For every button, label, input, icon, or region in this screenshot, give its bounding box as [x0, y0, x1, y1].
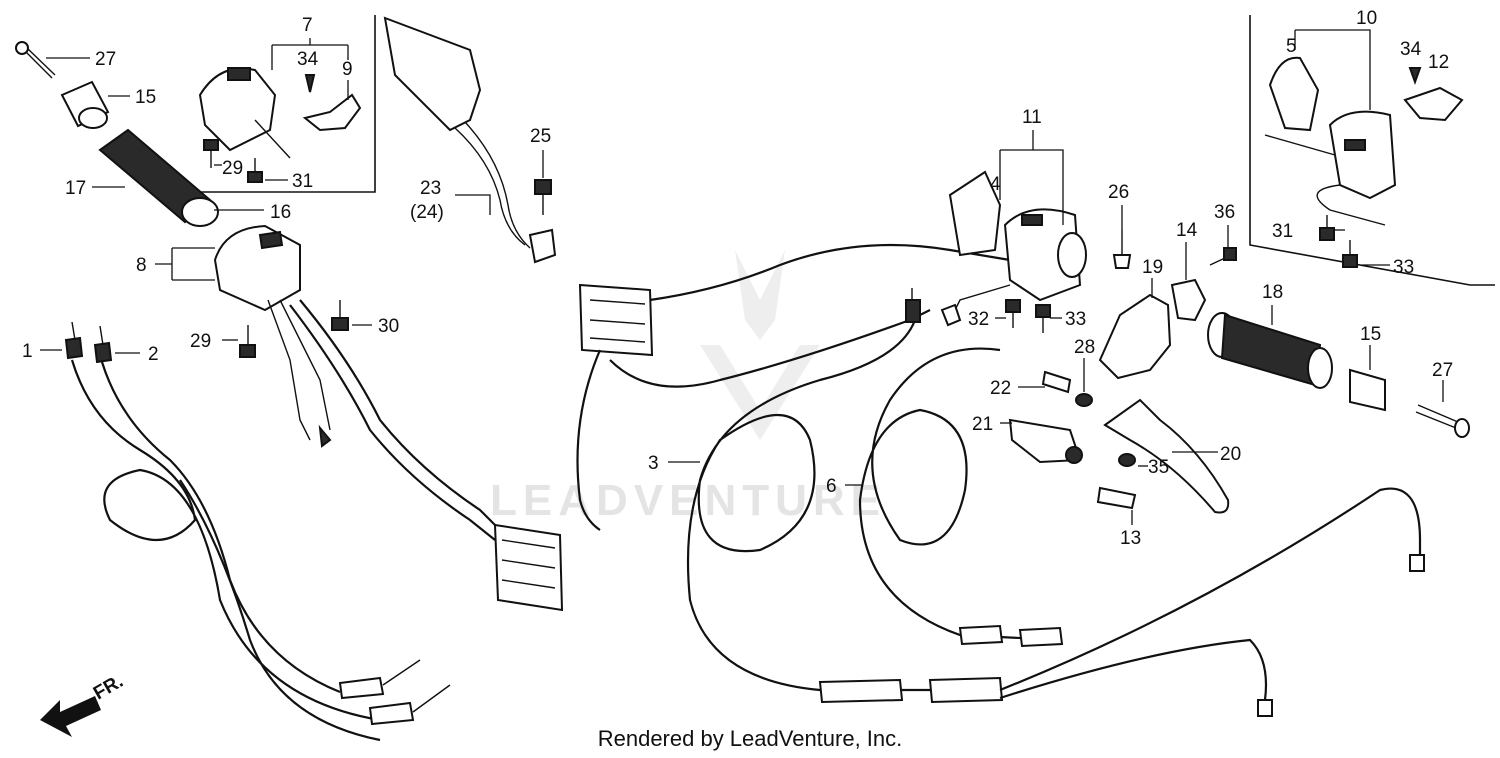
callout-2: 2 [148, 344, 159, 365]
mirror-23 [383, 16, 557, 264]
connector-left [493, 523, 564, 612]
harness-center-top [649, 243, 1011, 302]
screw-27-right [1415, 404, 1470, 438]
leader-lines [40, 29, 1444, 525]
callout-18: 18 [1262, 282, 1283, 303]
watermark-text: LEADVENTURE [490, 476, 886, 525]
callout-15-left: 15 [135, 87, 156, 108]
callout-30: 30 [378, 316, 399, 337]
callout-10: 10 [1356, 8, 1377, 29]
harness-center-down [576, 349, 602, 531]
callout-31-left: 31 [292, 171, 313, 192]
callout-17: 17 [65, 178, 86, 199]
group-box-left [200, 15, 376, 193]
bolt-36 [1209, 247, 1237, 266]
connector-center [578, 283, 654, 357]
callout-11: 11 [1022, 107, 1042, 128]
nut-35 [1118, 453, 1136, 467]
screw-31-right [1319, 215, 1335, 241]
footer-credit: Rendered by LeadVenture, Inc. [597, 726, 903, 751]
harness-left-2 [289, 304, 496, 541]
switch-housing-8 [213, 224, 332, 448]
callout-28: 28 [1074, 337, 1095, 358]
callout-7: 7 [302, 15, 313, 36]
washer-28 [1075, 393, 1093, 407]
bar-end-weight-15-right [1349, 368, 1386, 412]
callout-4: 4 [990, 174, 1001, 195]
bracket-12 [1403, 86, 1464, 122]
cable-end-lower [1257, 699, 1273, 717]
callout-27-right: 27 [1432, 360, 1453, 381]
screw-29-top [203, 139, 219, 168]
pin-34-right [1408, 67, 1422, 85]
callout-36: 36 [1214, 202, 1235, 223]
cable-right-lower [999, 638, 1268, 701]
cable-end-upper [1409, 554, 1425, 572]
callout-23: 23 [420, 178, 441, 199]
callout-34-right: 34 [1400, 39, 1422, 60]
adjuster-22 [1041, 370, 1072, 394]
screw-33-center [1035, 304, 1051, 333]
callout-29-top: 29 [222, 158, 243, 179]
harness-left [299, 299, 501, 531]
throttle-cables [64, 321, 451, 742]
callout-24: (24) [410, 202, 444, 223]
switch-housing-10 [1264, 56, 1397, 226]
group-box-right [1249, 15, 1495, 286]
callout-3: 3 [648, 453, 659, 474]
callout-33-center: 33 [1065, 309, 1086, 330]
screw-33-right [1342, 240, 1358, 268]
switch-housing-7 [198, 67, 291, 159]
pin-34-left [304, 74, 316, 93]
callout-15-right: 15 [1360, 324, 1381, 345]
callout-35: 35 [1148, 457, 1169, 478]
throttle-grip-17 [98, 128, 219, 227]
callout-20: 20 [1220, 444, 1241, 465]
lever-bracket-19 [1098, 293, 1172, 380]
cable-3 [686, 288, 1004, 704]
callout-32: 32 [968, 309, 989, 330]
cable-6 [858, 347, 1064, 648]
grip-18 [1207, 312, 1333, 389]
lever-20 [1103, 398, 1230, 514]
callout-6: 6 [826, 476, 837, 497]
callout-29-bottom: 29 [190, 331, 211, 352]
screw-30 [331, 300, 349, 331]
screw-29-bottom [239, 325, 256, 358]
watermark: LEADVENTURE [490, 250, 886, 525]
callout-25: 25 [530, 126, 551, 147]
callout-14: 14 [1176, 220, 1198, 241]
callout-19: 19 [1142, 257, 1163, 278]
callout-26: 26 [1108, 182, 1129, 203]
callout-13: 13 [1120, 528, 1141, 549]
callout-22: 22 [990, 378, 1011, 399]
switch-21 [1008, 418, 1083, 464]
callout-33-right: 33 [1393, 257, 1414, 278]
screw-31-top [247, 158, 263, 183]
screw-27-left [15, 41, 56, 79]
callout-27-left: 27 [95, 49, 116, 70]
screw-32 [1005, 299, 1021, 328]
bracket-9 [302, 93, 362, 132]
bar-end-weight-15-left [60, 80, 110, 129]
callout-34-left: 34 [297, 49, 319, 70]
screw-26 [1112, 230, 1132, 269]
bolt-25 [534, 179, 552, 215]
harness-center-mid [609, 309, 931, 388]
switch-13 [1096, 486, 1137, 510]
callout-31-right: 31 [1272, 221, 1293, 242]
clamp-14 [1170, 278, 1207, 322]
callout-8: 8 [136, 255, 147, 276]
callout-1: 1 [22, 341, 33, 362]
callout-5: 5 [1286, 36, 1297, 57]
callout-9: 9 [342, 59, 353, 80]
callout-labels: 27 15 17 16 7 34 9 29 31 8 30 29 1 2 23 … [22, 8, 1453, 549]
cable-right-upper [999, 487, 1422, 692]
callout-21: 21 [972, 414, 993, 435]
callout-12: 12 [1428, 52, 1449, 73]
switch-housing-11 [940, 170, 1087, 327]
callout-16: 16 [270, 202, 291, 223]
